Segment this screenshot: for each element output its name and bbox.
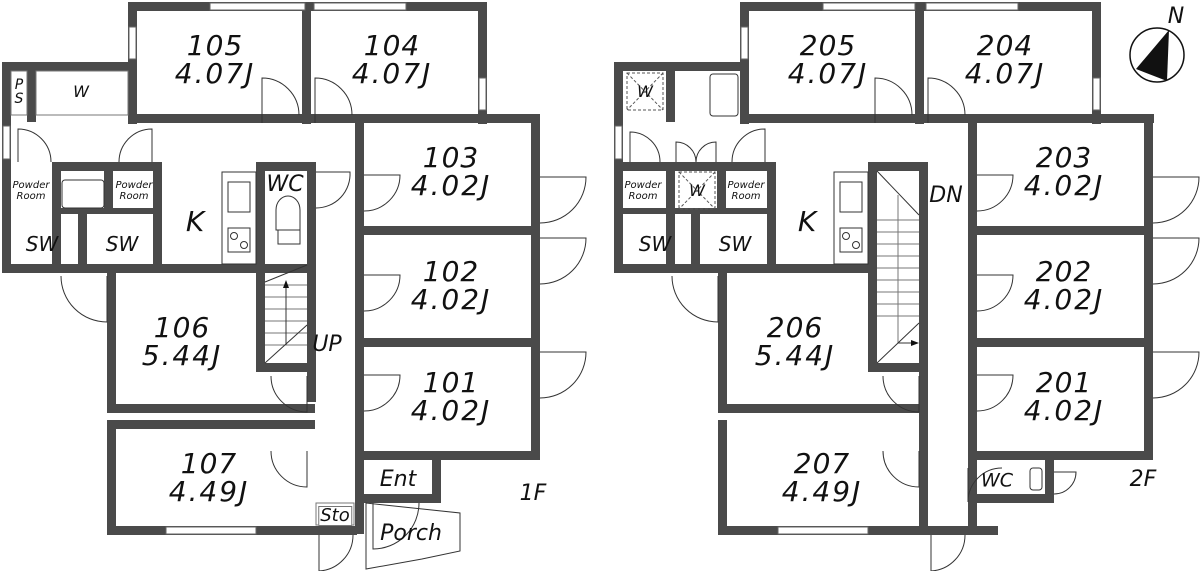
room-106[interactable]: 106 5.44J: [142, 314, 223, 370]
room-203[interactable]: 203 4.02J: [1024, 144, 1105, 200]
room-number: 107: [180, 447, 238, 480]
room-number: 203: [1035, 141, 1093, 174]
room-area: 4.49J: [168, 475, 250, 508]
room-number: 201: [1035, 366, 1093, 399]
room-area: 4.07J: [964, 57, 1046, 90]
shower-2-label: SW: [718, 232, 752, 256]
stairs-down-label[interactable]: DN: [929, 183, 963, 208]
wc-label: WC: [266, 172, 304, 197]
compass-north-label: N: [1167, 4, 1185, 29]
room-104[interactable]: 104 4.07J: [352, 32, 433, 88]
powder-room-1-label: Powder Room: [12, 180, 50, 202]
shower-1-label: SW: [25, 232, 59, 256]
room-number: 104: [363, 29, 421, 62]
room-area: 4.07J: [174, 57, 256, 90]
floor-1f-label: 1F: [519, 481, 547, 506]
room-101[interactable]: 101 4.02J: [411, 369, 492, 425]
washer-1-label: W: [637, 82, 653, 101]
room-area: 4.07J: [787, 57, 869, 90]
room-number: 106: [153, 311, 211, 344]
storage-label: Sto: [318, 505, 352, 526]
shower-2-label: SW: [105, 232, 139, 256]
room-103[interactable]: 103 4.02J: [411, 144, 492, 200]
room-number: 206: [766, 311, 824, 344]
room-202[interactable]: 202 4.02J: [1024, 258, 1105, 314]
powder-room-2-label: Powder Room: [727, 180, 765, 202]
room-206[interactable]: 206 5.44J: [755, 314, 836, 370]
floor-2f-label: 2F: [1129, 467, 1157, 492]
floor-1f-walls: [2, 2, 540, 535]
stairs-up-label[interactable]: UP: [312, 332, 342, 357]
room-number: 103: [422, 141, 480, 174]
shower-1-label: SW: [638, 232, 672, 256]
room-number: 204: [976, 29, 1034, 62]
floor-1f-fixtures: [2, 2, 587, 571]
entrance-label: Ent: [379, 467, 417, 492]
washer-2-label: W: [689, 181, 705, 200]
room-201[interactable]: 201 4.02J: [1024, 369, 1105, 425]
room-number: 105: [186, 29, 244, 62]
kitchen-label: K: [797, 205, 817, 238]
room-area: 4.02J: [410, 283, 492, 316]
powder-room-1-label: Powder Room: [624, 180, 662, 202]
room-area: 4.02J: [1023, 394, 1105, 427]
room-area: 5.44J: [141, 339, 223, 372]
room-205[interactable]: 205 4.07J: [788, 32, 869, 88]
porch-label: Porch: [380, 521, 442, 546]
room-105[interactable]: 105 4.07J: [175, 32, 256, 88]
room-number: 102: [422, 255, 480, 288]
room-number: 101: [422, 366, 480, 399]
room-107[interactable]: 107 4.49J: [169, 450, 250, 506]
north-compass-icon: [1129, 27, 1185, 83]
room-207[interactable]: 207 4.49J: [782, 450, 863, 506]
closet-label: W: [73, 82, 89, 101]
room-number: 202: [1035, 255, 1093, 288]
room-area: 5.44J: [754, 339, 836, 372]
room-area: 4.02J: [410, 169, 492, 202]
room-number: 207: [793, 447, 851, 480]
room-area: 4.07J: [351, 57, 433, 90]
room-area: 4.02J: [1023, 283, 1105, 316]
room-102[interactable]: 102 4.02J: [411, 258, 492, 314]
pipe-shaft-label: P S: [14, 77, 24, 107]
wc-label: WC: [980, 469, 1014, 492]
floor-2f-fixtures: [614, 2, 1200, 571]
room-204[interactable]: 204 4.07J: [965, 32, 1046, 88]
room-area: 4.49J: [781, 475, 863, 508]
powder-room-2-label: Powder Room: [115, 180, 153, 202]
kitchen-label: K: [185, 205, 205, 238]
room-area: 4.02J: [410, 394, 492, 427]
room-number: 205: [799, 29, 857, 62]
room-area: 4.02J: [1023, 169, 1105, 202]
